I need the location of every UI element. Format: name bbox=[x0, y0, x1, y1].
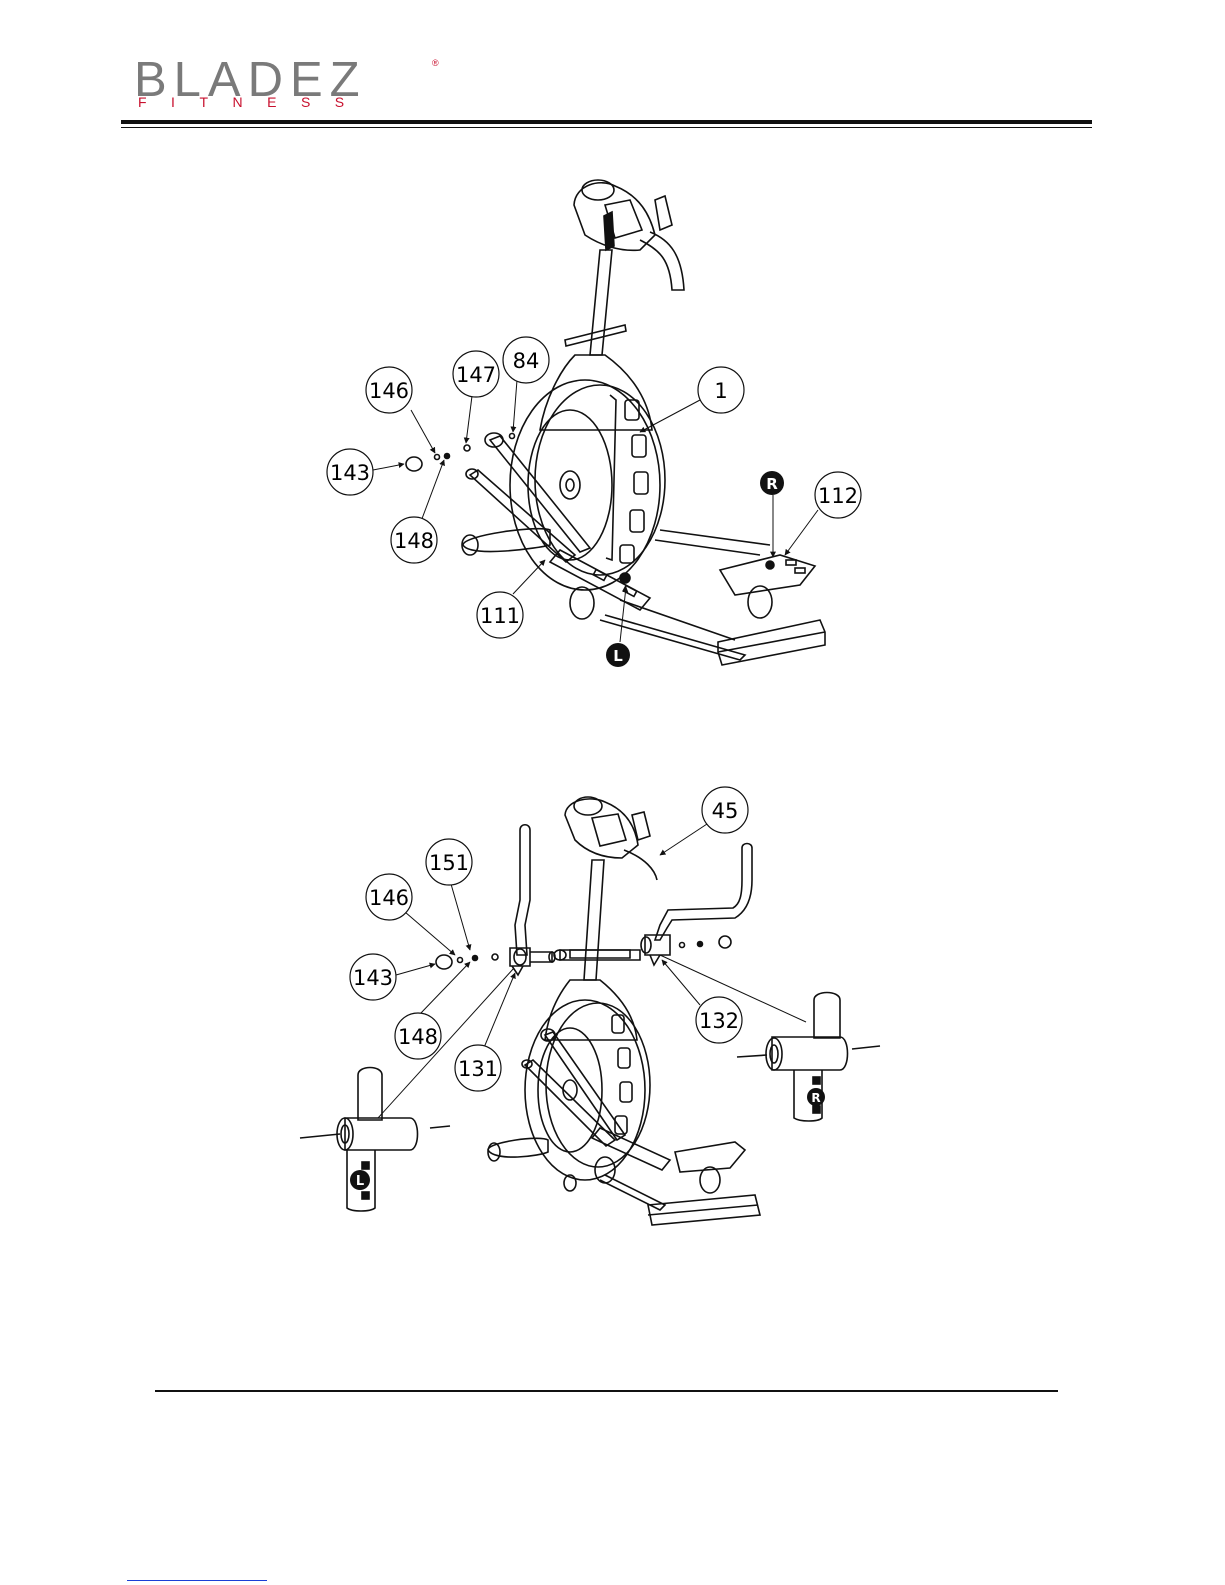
base-frame bbox=[488, 1138, 760, 1225]
callout-label: 112 bbox=[818, 484, 858, 508]
callout-label: 143 bbox=[330, 461, 370, 485]
callout-147: 147 bbox=[453, 351, 499, 397]
callout-45: 45 bbox=[702, 787, 748, 833]
callout-143: 143 bbox=[350, 954, 396, 1000]
callout-label: 147 bbox=[456, 363, 496, 387]
figure-1-callouts: 146 147 84 1 143 148 111 112 bbox=[327, 337, 861, 667]
callout-label: 111 bbox=[480, 604, 520, 628]
figure-2-callouts: 45 151 146 143 148 131 132 L bbox=[350, 787, 825, 1190]
callout-151: 151 bbox=[426, 839, 472, 885]
callout-label: 146 bbox=[369, 379, 409, 403]
callout-143: 143 bbox=[327, 449, 373, 495]
callout-label: 84 bbox=[513, 349, 540, 373]
callout-111: 111 bbox=[477, 592, 523, 638]
callout-label: 148 bbox=[398, 1025, 438, 1049]
footer-link-underline[interactable] bbox=[127, 1580, 267, 1581]
callout-label: 1 bbox=[714, 379, 727, 403]
fasteners-row bbox=[436, 936, 731, 969]
footer-rule bbox=[155, 1390, 1058, 1392]
callout-148: 148 bbox=[391, 517, 437, 563]
marker-label: L bbox=[356, 1174, 364, 1189]
console bbox=[565, 797, 657, 880]
callout-132: 132 bbox=[696, 997, 742, 1043]
callout-84: 84 bbox=[503, 337, 549, 383]
callout-146: 146 bbox=[366, 874, 412, 920]
leader-lines-1 bbox=[373, 380, 818, 642]
marker-left: L bbox=[606, 643, 630, 667]
figure-1-elliptical-pedal-assembly bbox=[373, 180, 825, 665]
flywheel-housing bbox=[510, 380, 665, 590]
marker-right: R bbox=[760, 471, 784, 495]
marker-label: R bbox=[766, 475, 778, 493]
callout-label: 143 bbox=[353, 966, 393, 990]
marker-right: R bbox=[807, 1088, 825, 1106]
marker-left: L bbox=[350, 1170, 370, 1190]
callout-1: 1 bbox=[698, 367, 744, 413]
marker-label: R bbox=[811, 1091, 820, 1105]
callout-label: 45 bbox=[712, 799, 739, 823]
pedal-arm bbox=[522, 1029, 670, 1170]
figure-2-handlebar-assembly bbox=[300, 797, 880, 1225]
fastener-stack-1 bbox=[406, 434, 515, 472]
mast bbox=[540, 250, 652, 430]
console bbox=[574, 180, 684, 290]
callout-112: 112 bbox=[815, 472, 861, 518]
detail-left-bracket bbox=[300, 1068, 450, 1212]
right-handlebar bbox=[641, 844, 752, 966]
callout-label: 151 bbox=[429, 851, 469, 875]
callout-146: 146 bbox=[366, 367, 412, 413]
callout-131: 131 bbox=[455, 1045, 501, 1091]
left-handlebar bbox=[510, 825, 555, 975]
callout-label: 146 bbox=[369, 886, 409, 910]
callout-148: 148 bbox=[395, 1013, 441, 1059]
callout-label: 148 bbox=[394, 529, 434, 553]
callout-label: 131 bbox=[458, 1057, 498, 1081]
marker-label: L bbox=[613, 647, 623, 665]
callout-label: 132 bbox=[699, 1009, 739, 1033]
